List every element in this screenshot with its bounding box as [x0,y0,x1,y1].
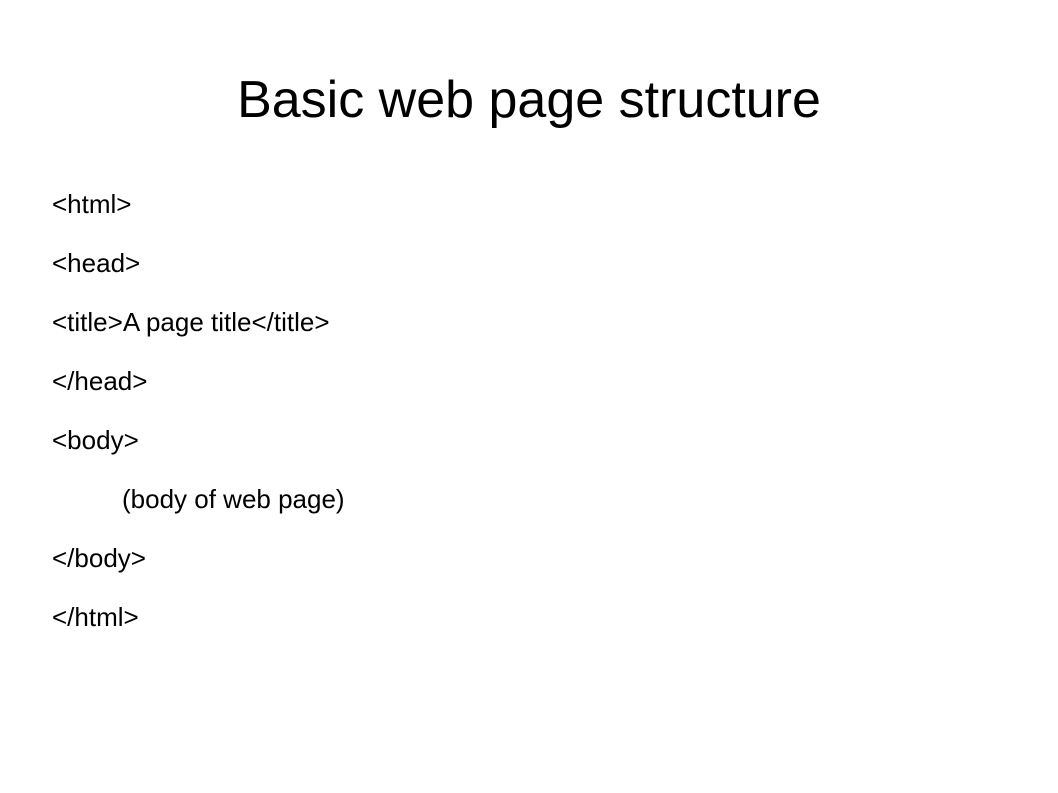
code-line-html-open: <html> [52,189,132,219]
code-listing: <html> <head> <title>A page title</title… [52,180,345,652]
code-line-body-open: <body> [52,425,139,455]
code-line-body-close: </body> [52,543,146,573]
code-line-body-content: (body of web page) [122,484,345,514]
slide-title: Basic web page structure [237,71,821,129]
code-line-title: <title>A page title</title> [52,307,330,337]
code-line-head-open: <head> [52,248,141,278]
code-line-head-close: </head> [52,366,148,396]
code-line-html-close: </html> [52,602,139,632]
